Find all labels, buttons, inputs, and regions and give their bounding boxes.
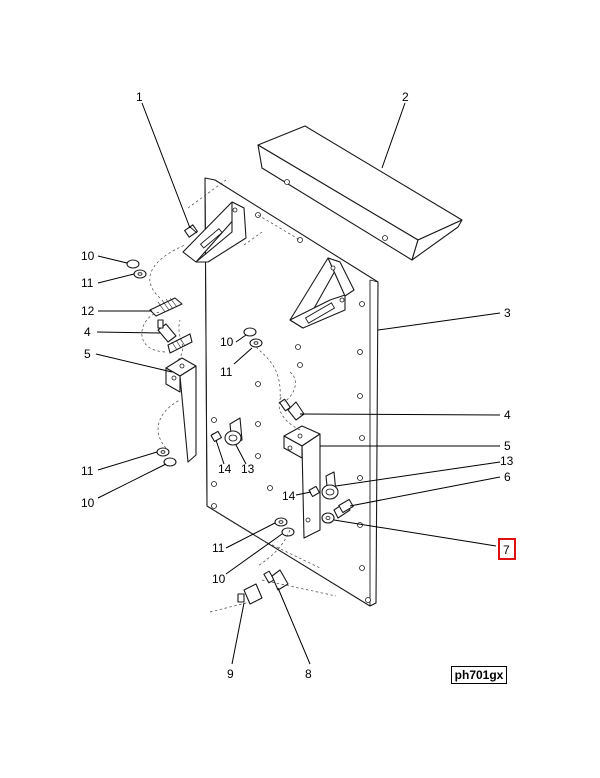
foot-cone	[263, 569, 289, 591]
flat-washer	[321, 512, 335, 524]
callout-5-right: 5	[504, 439, 511, 453]
figure-reference-code: ph701gx	[451, 666, 507, 684]
angle-cover	[257, 125, 463, 261]
right-vertical-bracket	[283, 425, 321, 539]
callout-11-left-top: 11	[81, 276, 94, 290]
callout-10-centre: 10	[220, 335, 234, 349]
callout-7: 7	[503, 543, 510, 557]
callout-10-bottom: 10	[212, 572, 226, 586]
callout-12: 12	[81, 304, 95, 318]
mounting-panel	[204, 177, 379, 607]
callout-13-right: 13	[500, 454, 514, 468]
callout-2: 2	[402, 90, 409, 104]
callout-11-left-bottom: 11	[81, 464, 94, 478]
phantom-lines	[141, 179, 337, 613]
callout-14-left: 14	[218, 462, 232, 476]
callout-1: 1	[136, 90, 143, 104]
left-vertical-bracket	[165, 357, 197, 463]
leader-lines	[95, 102, 501, 665]
right-standoff	[279, 398, 305, 421]
screw	[184, 224, 198, 238]
callout-11-centre: 11	[220, 365, 233, 379]
lower-washers	[274, 517, 295, 537]
left-fastener-stack	[126, 259, 193, 354]
callout-7-highlight	[498, 538, 516, 560]
centre-fastener-stack	[243, 327, 263, 348]
callout-3: 3	[504, 306, 511, 320]
callout-4-left: 4	[84, 325, 91, 339]
callout-11-bottom: 11	[212, 541, 225, 555]
callout-6: 6	[504, 470, 511, 484]
callout-13-left: 13	[241, 462, 255, 476]
upper-left-bracket	[182, 201, 247, 263]
callout-9: 9	[227, 667, 234, 681]
left-lower-washers	[156, 447, 177, 467]
callout-14-right: 14	[282, 489, 296, 503]
upper-right-bracket	[289, 257, 355, 329]
hex-bolt	[333, 498, 354, 519]
callout-4-right: 4	[504, 408, 511, 422]
right-cable-clip	[308, 471, 339, 500]
left-cable-clip	[210, 417, 243, 446]
callout-10-left-top: 10	[81, 249, 95, 263]
callout-10-left-bottom: 10	[81, 496, 95, 510]
callout-5-left: 5	[84, 347, 91, 361]
callout-8: 8	[305, 667, 312, 681]
callout-labels: 1 2 3 10 11 12 4 5 10 11 4 5 13 6 11 10 …	[81, 90, 514, 681]
foot-stud	[237, 583, 263, 605]
